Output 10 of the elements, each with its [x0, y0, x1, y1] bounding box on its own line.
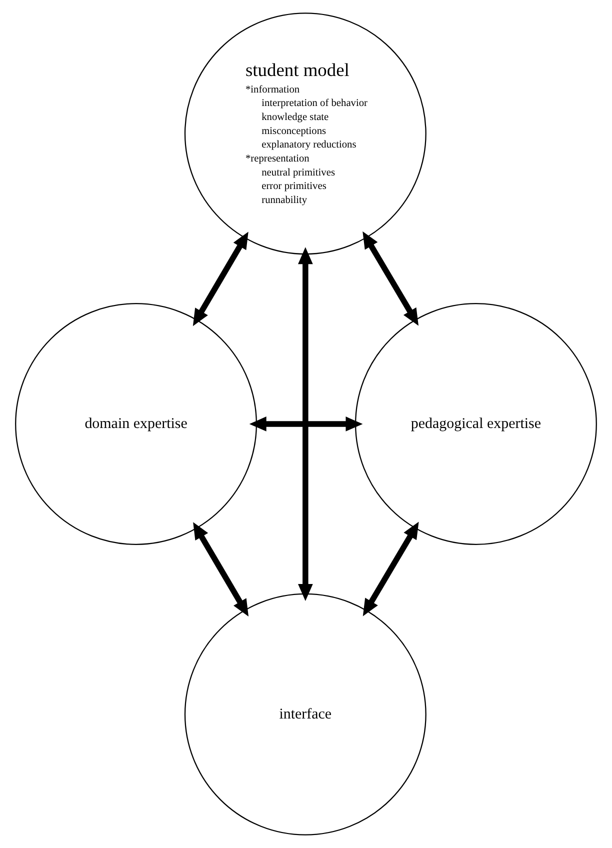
arrow: [362, 522, 419, 616]
arrow: [249, 416, 363, 432]
arrow: [192, 232, 248, 326]
arrow: [298, 247, 313, 602]
arrow: [193, 522, 249, 616]
node-circle: student model *information interpretation of behavior knowledge state misconceptions explanatory reductions *representation neutral primitives error primitives runnability: [184, 12, 426, 255]
arrow: [362, 231, 419, 326]
node-circle: interface: [184, 593, 426, 836]
node-circle: domain expertise: [15, 303, 258, 545]
node-circle: pedagogical expertise: [354, 303, 597, 545]
